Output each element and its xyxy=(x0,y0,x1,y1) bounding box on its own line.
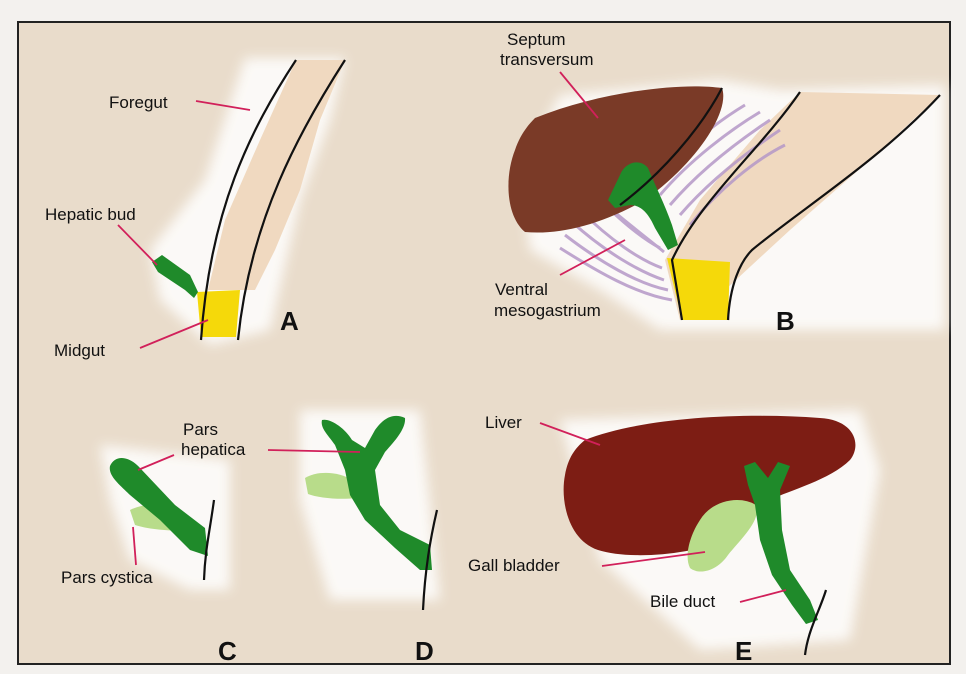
label-ventral-line1: Ventral xyxy=(495,280,548,299)
label-bile-duct: Bile duct xyxy=(650,592,715,611)
panel-letter-d: D xyxy=(415,636,434,666)
panel-letter-e: E xyxy=(735,636,752,666)
label-gall-bladder: Gall bladder xyxy=(468,556,560,575)
panel-letter-b: B xyxy=(776,306,795,336)
label-ventral-line2: mesogastrium xyxy=(494,301,601,320)
label-pars-cystica: Pars cystica xyxy=(61,568,153,587)
label-foregut: Foregut xyxy=(109,93,168,112)
panel-letter-a: A xyxy=(280,306,299,336)
label-hepatic-bud: Hepatic bud xyxy=(45,205,136,224)
label-pars-hepatica-line2: hepatica xyxy=(181,440,246,459)
panel-letter-c: C xyxy=(218,636,237,666)
label-septum-line2: transversum xyxy=(500,50,594,69)
label-septum-line1: Septum xyxy=(507,30,566,49)
label-liver: Liver xyxy=(485,413,522,432)
label-pars-hepatica-line1: Pars xyxy=(183,420,218,439)
label-midgut: Midgut xyxy=(54,341,105,360)
